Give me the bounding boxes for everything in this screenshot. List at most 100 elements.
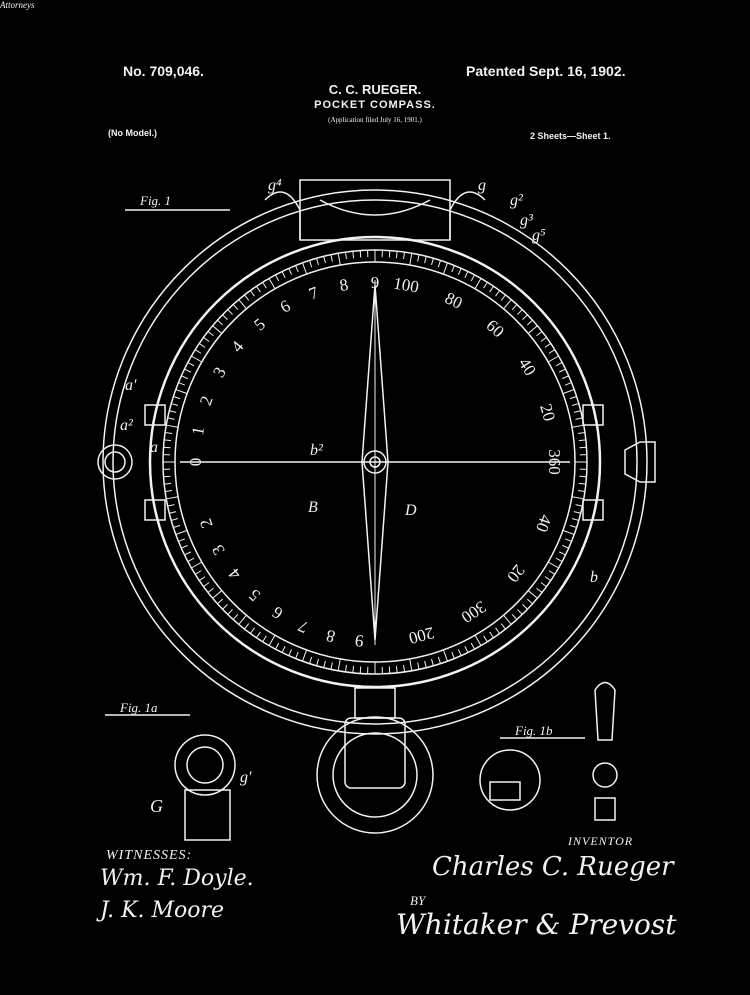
- dial-tick: [578, 482, 586, 485]
- dial-tick: [164, 482, 172, 485]
- attorney-signature: Whitaker & Prevost: [396, 908, 677, 941]
- patent-number: No. 709,046.: [123, 63, 204, 79]
- dial-tick: [577, 432, 586, 434]
- dial-tick: [474, 634, 482, 646]
- dial-number: 100: [392, 274, 420, 297]
- dial-tick: [309, 260, 313, 268]
- dial-tick: [256, 631, 261, 639]
- ref-g3: g³: [520, 212, 533, 229]
- dial-tick: [275, 274, 280, 282]
- dial-tick: [171, 518, 179, 521]
- dial-tick: [337, 253, 341, 266]
- dial-tick: [175, 529, 188, 535]
- bottom-ring: [316, 716, 434, 834]
- dial-tick: [244, 623, 250, 630]
- dial-number: 7: [295, 616, 311, 637]
- dial-tick: [500, 294, 506, 301]
- dial-tick: [262, 635, 267, 643]
- dial-tick: [442, 649, 448, 662]
- dial-tick: [181, 375, 188, 380]
- dial-tick: [564, 538, 572, 542]
- dial-tick: [409, 253, 413, 266]
- ref-a-prime: a': [125, 377, 137, 394]
- dial-tick: [511, 614, 518, 620]
- dial-number: 1: [188, 425, 208, 437]
- dial-tick: [323, 256, 326, 264]
- ref-g2: g²: [510, 192, 524, 209]
- dial-tick: [474, 278, 482, 290]
- compass-needle: [361, 284, 389, 641]
- dial-tick: [178, 382, 186, 386]
- dial-tick: [517, 609, 523, 615]
- dial-tick: [571, 424, 584, 428]
- dial-tick: [244, 294, 250, 301]
- dial-number: 9: [354, 631, 364, 651]
- dial-tick: [424, 256, 427, 264]
- model-note: (No Model.): [108, 128, 157, 138]
- dial-tick: [295, 651, 299, 659]
- outer-case-inner: [112, 199, 638, 725]
- dial-number: 2: [196, 393, 217, 407]
- dial-number: 60: [482, 316, 507, 341]
- dial-tick: [166, 496, 179, 500]
- dial-tick: [527, 590, 538, 599]
- dial-tick: [442, 262, 448, 275]
- dial-tick: [457, 649, 462, 656]
- dial-tick: [164, 490, 173, 492]
- ref-a: a: [150, 439, 158, 456]
- hinge-left-top: [144, 404, 166, 426]
- dial-tick: [431, 658, 434, 666]
- level-bracket-right: [449, 191, 486, 240]
- dial-tick: [268, 278, 276, 290]
- dial-tick: [249, 627, 255, 634]
- dial-tick: [527, 598, 533, 605]
- dial-tick: [302, 262, 308, 275]
- dial-tick: [495, 627, 501, 634]
- dial-tick: [268, 634, 276, 646]
- dial-tick: [352, 665, 355, 673]
- dial-tick: [184, 368, 191, 373]
- dial-tick: [417, 254, 420, 262]
- dial-tick: [573, 511, 581, 514]
- dial-tick: [203, 336, 210, 342]
- bezel-ring: [148, 235, 602, 689]
- dial-tick: [483, 635, 488, 643]
- dial-tick: [181, 544, 188, 549]
- spirit-level: [299, 179, 451, 241]
- dial-tick: [232, 304, 239, 310]
- level-bubble: [319, 199, 431, 216]
- dial-tick: [409, 658, 413, 671]
- fig1b-washer: [592, 762, 618, 788]
- fig1a-ring-inner: [186, 746, 224, 784]
- dial-tick: [424, 660, 427, 668]
- dial-tick: [500, 623, 506, 630]
- dial-tick: [238, 299, 247, 310]
- inventor-label: INVENTOR: [568, 834, 634, 848]
- dial-tick: [281, 646, 286, 653]
- fig1b-screw: [594, 681, 616, 741]
- dial-tick: [431, 258, 434, 266]
- dial-number: 5: [250, 314, 269, 334]
- dial-tick: [198, 576, 206, 581]
- ref-g: g: [478, 177, 486, 194]
- dial-tick: [316, 258, 319, 266]
- dial-tick: [571, 403, 579, 406]
- inventor-signature: Charles C. Rueger: [432, 852, 674, 882]
- dial-ticks: [163, 250, 587, 674]
- hinge-right-top: [582, 404, 604, 426]
- dial-tick: [164, 432, 173, 434]
- fig1a-base: [184, 789, 231, 841]
- dial-tick: [184, 551, 191, 556]
- dial-tick: [227, 609, 233, 615]
- side-knob-right: [624, 441, 656, 483]
- dial-tick: [167, 417, 175, 420]
- dial-number: 3: [208, 541, 229, 558]
- dial-tick: [249, 290, 255, 297]
- dial-tick: [395, 251, 398, 259]
- dial-tick: [569, 396, 577, 400]
- side-ring-left-inner: [104, 451, 126, 473]
- patent-title: POCKET COMPASS.: [314, 99, 436, 111]
- witnesses-label: WITNESSES:: [106, 848, 193, 863]
- dial-tick: [548, 570, 556, 575]
